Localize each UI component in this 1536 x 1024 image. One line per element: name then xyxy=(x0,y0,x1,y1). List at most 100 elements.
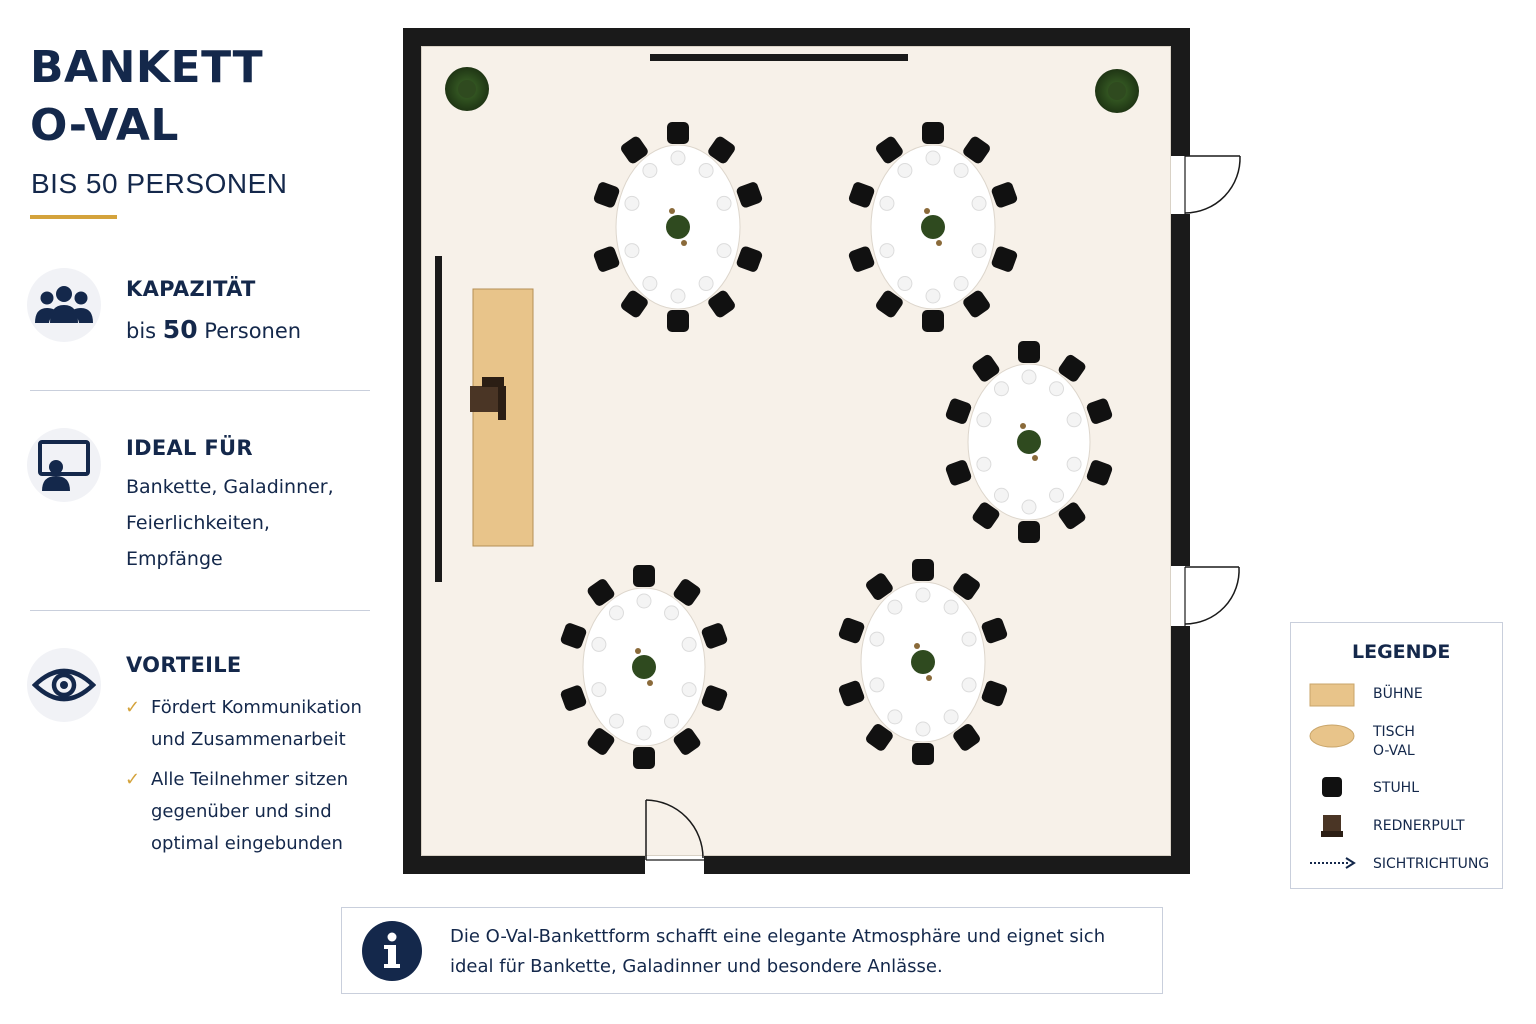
place-setting xyxy=(961,677,977,693)
place-setting xyxy=(993,381,1009,397)
eye-icon xyxy=(32,668,96,702)
chair xyxy=(953,724,980,751)
place-setting xyxy=(591,636,607,652)
chair xyxy=(587,579,615,606)
candle xyxy=(936,240,942,246)
ideal-line-1: Bankette, Galadinner, xyxy=(126,476,334,498)
place-setting xyxy=(897,276,913,292)
place-setting xyxy=(716,195,732,211)
advantage-2-line1: Alle Teilnehmer sitzen xyxy=(151,769,349,790)
place-setting xyxy=(670,288,686,304)
place-setting xyxy=(1021,369,1037,385)
chair xyxy=(667,310,689,332)
place-setting xyxy=(664,713,680,729)
chair xyxy=(560,623,587,649)
chair xyxy=(708,136,735,164)
chair xyxy=(1058,502,1086,530)
lectern-icon xyxy=(1321,815,1343,837)
candle xyxy=(1020,423,1026,429)
candle xyxy=(635,648,641,654)
chair xyxy=(1018,341,1040,363)
page-title-line2: O-VAL xyxy=(30,100,179,151)
chair xyxy=(1058,354,1086,382)
ideal-line-3: Empfänge xyxy=(126,548,223,570)
place-setting xyxy=(1021,499,1037,515)
place-setting xyxy=(961,631,977,647)
advantage-1-line2: und Zusammenarbeit xyxy=(151,729,346,750)
candle xyxy=(914,643,920,649)
legend-label-chair: STUHL xyxy=(1373,780,1420,796)
chair xyxy=(736,182,763,208)
chair xyxy=(972,502,1000,530)
place-setting xyxy=(897,162,913,178)
place-setting xyxy=(953,162,969,178)
capacity-text: bis 50 Personen xyxy=(126,312,301,349)
legend-label-stage: BÜHNE xyxy=(1373,686,1423,702)
legend-label-lectern: REDNERPULT xyxy=(1373,818,1465,834)
place-setting xyxy=(1066,412,1082,428)
place-setting xyxy=(971,243,987,259)
chair xyxy=(876,290,903,318)
chair xyxy=(945,398,972,424)
stage-swatch xyxy=(1309,683,1355,707)
ideal-icon-circle xyxy=(27,428,101,502)
chair-icon xyxy=(1322,777,1342,797)
chair xyxy=(1086,460,1113,486)
chair xyxy=(981,617,1008,644)
chair xyxy=(866,724,893,751)
place-setting xyxy=(915,587,931,603)
chair xyxy=(963,290,990,318)
chair xyxy=(848,246,875,272)
ideal-heading: IDEAL FÜR xyxy=(126,436,253,460)
candle xyxy=(924,208,930,214)
chair xyxy=(1086,398,1113,424)
place-setting xyxy=(953,276,969,292)
place-setting xyxy=(925,288,941,304)
table-middle-right xyxy=(945,341,1113,543)
place-setting xyxy=(636,593,652,609)
capacity-icon-circle xyxy=(27,268,101,342)
place-setting xyxy=(664,605,680,621)
chair xyxy=(708,290,735,318)
advantages-heading: VORTEILE xyxy=(126,653,242,677)
lectern xyxy=(470,377,506,420)
chair xyxy=(587,728,615,755)
place-setting xyxy=(869,631,885,647)
place-setting xyxy=(698,162,714,178)
chair xyxy=(912,559,934,581)
place-setting xyxy=(887,709,903,725)
chair xyxy=(701,623,728,649)
dotted-arrow-icon xyxy=(1310,857,1356,869)
check-icon: ✓ xyxy=(125,769,141,790)
centerpiece xyxy=(666,215,690,239)
place-setting xyxy=(943,709,959,725)
plant-top-left xyxy=(445,67,489,111)
chair xyxy=(667,122,689,144)
table-bottom-left xyxy=(560,565,728,769)
candle xyxy=(681,240,687,246)
legend-label-direction: SICHTRICHTUNG xyxy=(1373,856,1490,872)
chair xyxy=(621,136,648,164)
candle xyxy=(926,675,932,681)
place-setting xyxy=(681,636,697,652)
legend-panel xyxy=(1290,622,1503,889)
chair xyxy=(912,743,934,765)
door-right-upper[interactable] xyxy=(1171,155,1241,214)
chair xyxy=(922,122,944,144)
advantage-2-line3: optimal eingebunden xyxy=(151,833,343,854)
place-setting xyxy=(681,682,697,698)
legend-title: LEGENDE xyxy=(1352,641,1451,663)
chair xyxy=(848,182,875,208)
chair xyxy=(593,182,620,208)
chair xyxy=(991,182,1018,208)
chair xyxy=(593,246,620,272)
presentation-icon xyxy=(38,440,90,491)
centerpiece xyxy=(921,215,945,239)
door-bottom[interactable] xyxy=(645,799,704,875)
section-divider xyxy=(30,610,370,611)
chair xyxy=(876,136,903,164)
door-right-lower[interactable] xyxy=(1171,566,1240,626)
place-setting xyxy=(608,605,624,621)
chair xyxy=(673,728,701,755)
info-box xyxy=(341,907,1163,994)
